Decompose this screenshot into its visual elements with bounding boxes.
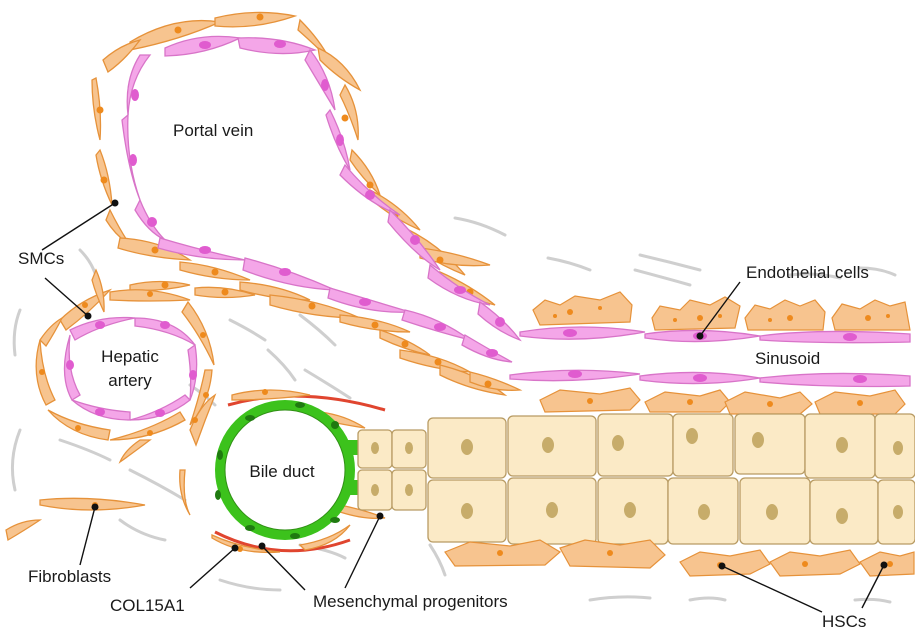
label-mesenchymal-progenitors: Mesenchymal progenitors — [313, 592, 508, 611]
hsc-cell — [832, 300, 910, 330]
hepatocyte-plate — [358, 414, 915, 544]
label-bile-duct: Bile duct — [249, 462, 314, 481]
hepatic-artery — [36, 270, 214, 462]
label-endothelial-cells: Endothelial cells — [746, 263, 869, 282]
label-smcs: SMCs — [18, 249, 64, 268]
hsc-cell — [745, 300, 825, 330]
label-hepatic-artery-line1: Hepatic — [101, 347, 159, 366]
label-hscs: HSCs — [822, 612, 866, 631]
sinusoid-region — [510, 292, 910, 414]
label-sinusoid: Sinusoid — [755, 349, 820, 368]
label-hepatic-artery-line2: artery — [108, 371, 152, 390]
portal-vein — [92, 12, 520, 395]
hsc-cell — [533, 292, 632, 325]
label-col15a1: COL15A1 — [110, 596, 185, 615]
label-fibroblasts: Fibroblasts — [28, 567, 111, 586]
label-portal-vein: Portal vein — [173, 121, 253, 140]
smc-layer — [92, 12, 520, 395]
hsc-lower-row — [445, 540, 914, 576]
hsc-cell — [652, 297, 740, 330]
